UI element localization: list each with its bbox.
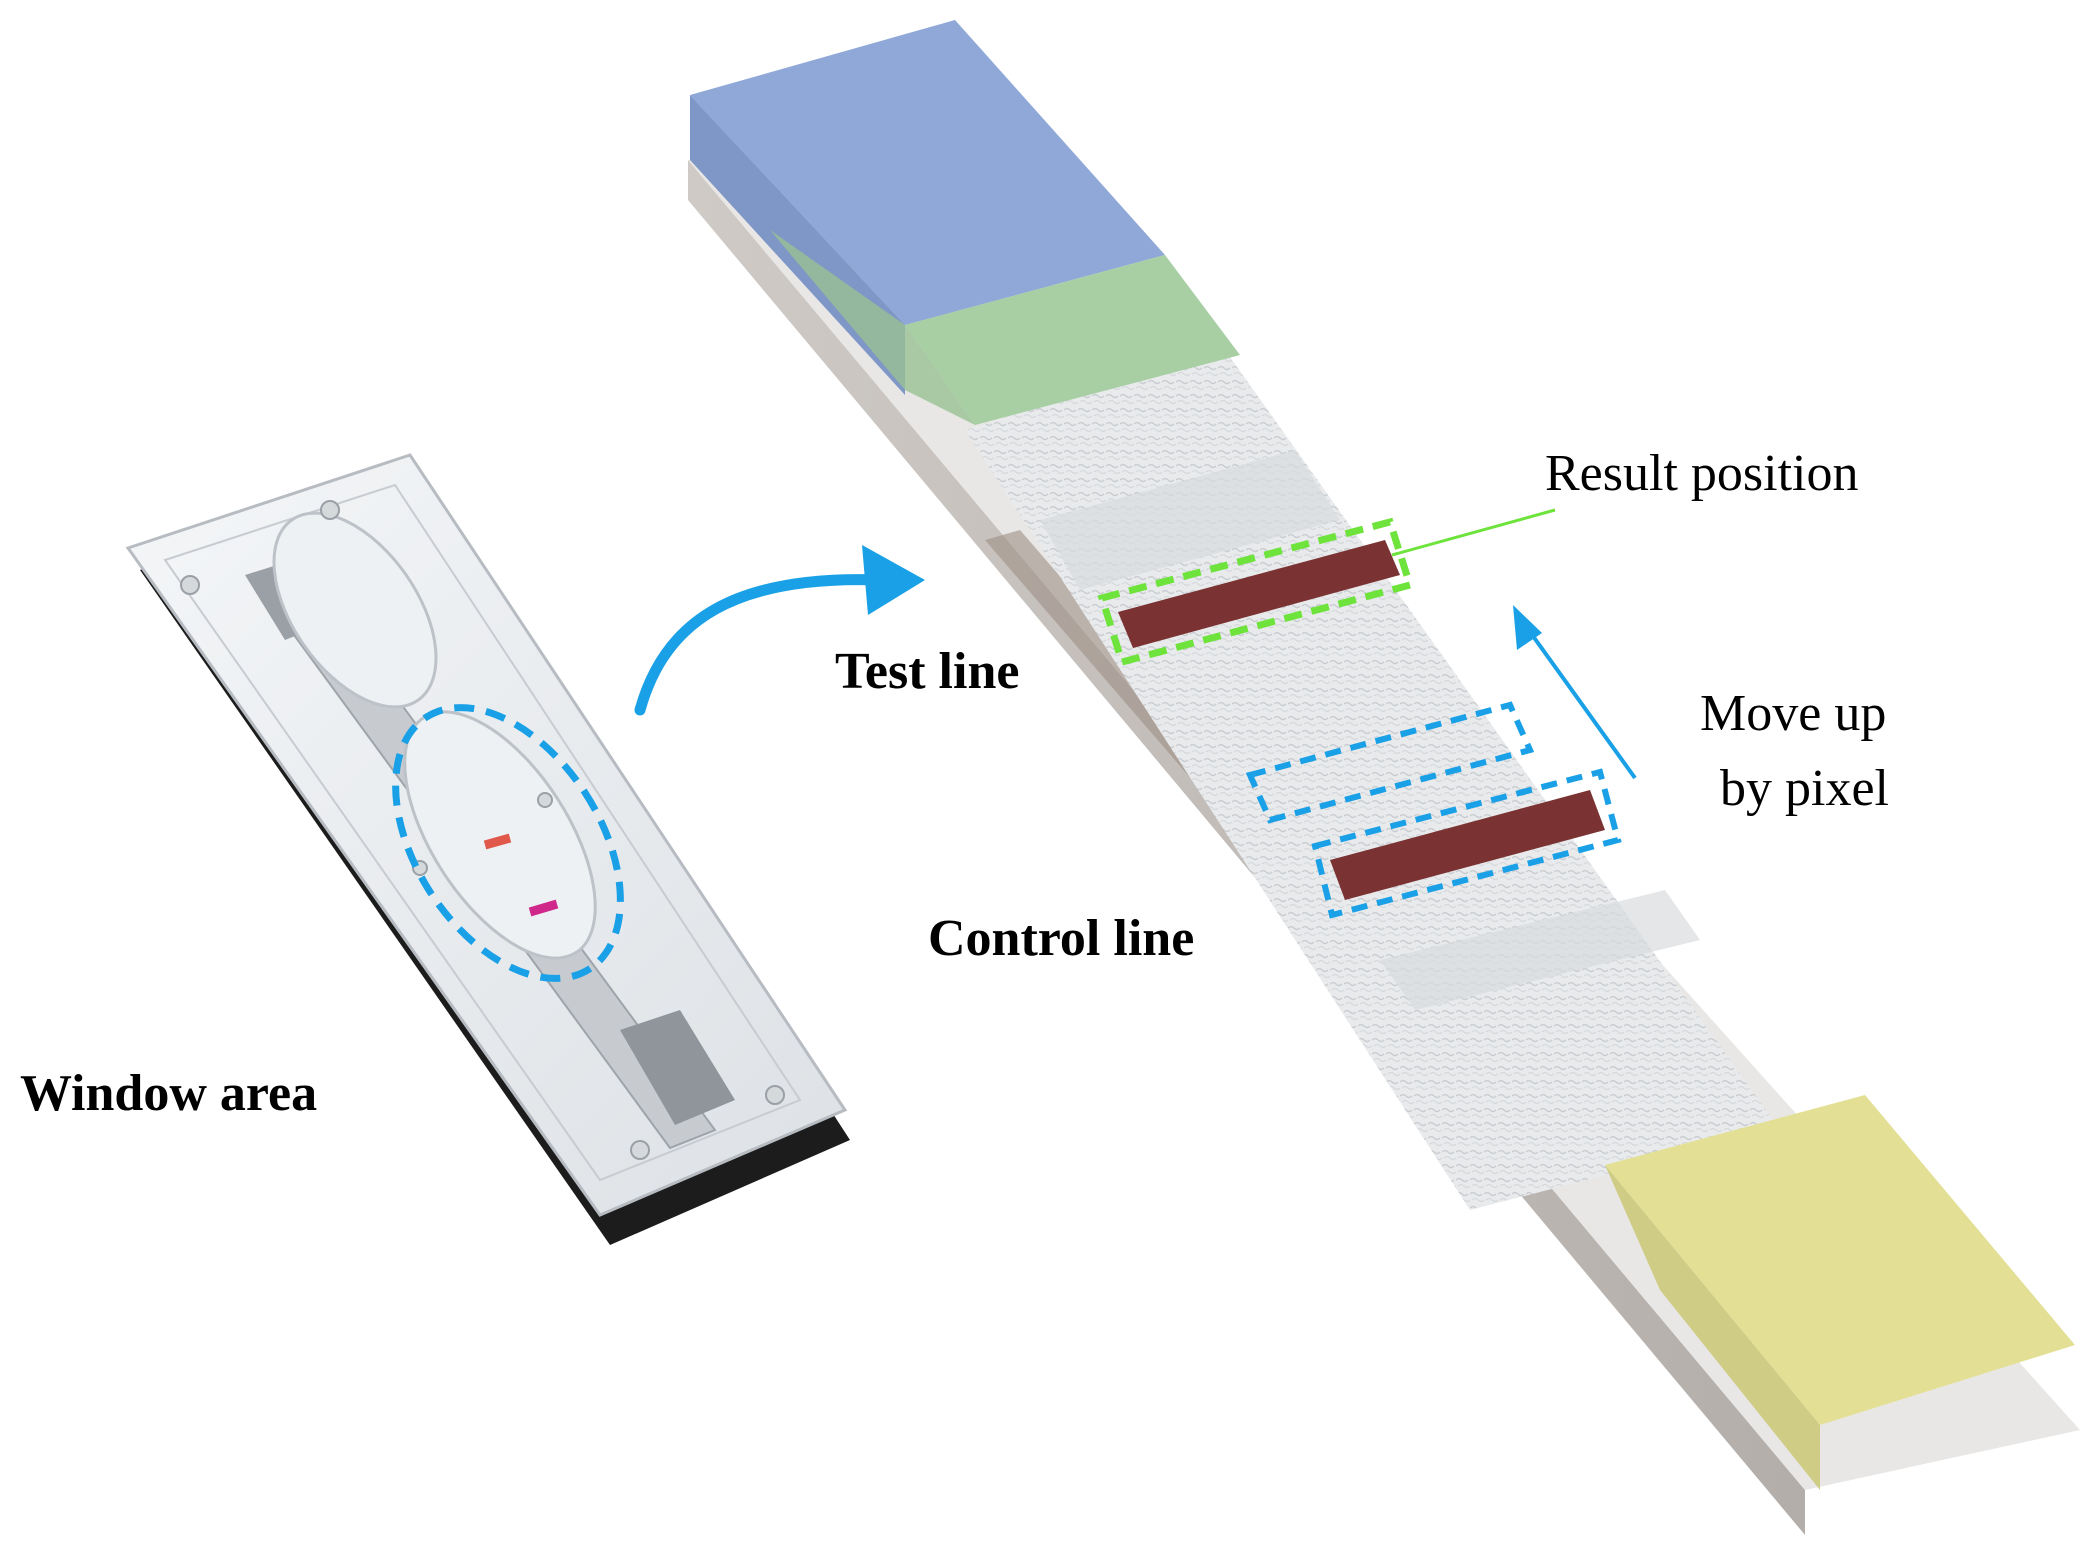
move-up-arrow-head	[1513, 605, 1542, 650]
result-position-label: Result position	[1545, 445, 1858, 502]
membrane-shade-lower	[1380, 890, 1700, 1010]
cassette-bottom-pad	[620, 1010, 735, 1125]
move-up-label-line2: by pixel	[1720, 760, 1889, 817]
absorbent-pad-front	[1605, 1165, 1820, 1490]
test-strip	[688, 20, 2080, 1535]
control-line-label: Control line	[928, 910, 1194, 967]
membrane-shade-upper	[1040, 450, 1340, 590]
test-line-label: Test line	[835, 643, 1019, 700]
absorbent-pad-top	[1605, 1095, 2075, 1425]
cassette-control-line	[528, 899, 559, 917]
move-up-label-line1: Move up	[1700, 685, 1886, 742]
conjugate-pad-top	[905, 255, 1240, 425]
zoom-arrow	[634, 574, 886, 716]
cassette-screws	[180, 500, 785, 1160]
window-area-highlight	[392, 704, 624, 982]
cassette-device	[125, 453, 850, 1245]
control-line-outline	[1311, 768, 1622, 919]
test-line-band	[1118, 540, 1400, 648]
zoom-arrow-head	[862, 545, 925, 615]
window-area-label: Window area	[20, 1065, 317, 1122]
result-position-pointer	[1391, 508, 1556, 557]
move-up-arrow	[1523, 623, 1637, 780]
conjugate-pad-front	[770, 230, 975, 425]
cassette-window-lens	[403, 710, 597, 960]
sample-pad-top	[690, 20, 1165, 325]
cassette-test-line	[483, 833, 512, 850]
cassette-inner-frame	[163, 483, 802, 1182]
result-position-outline	[1097, 517, 1415, 667]
control-line-previous-outline	[1245, 701, 1535, 824]
control-line-band	[1330, 790, 1605, 900]
cassette-sample-well	[272, 511, 438, 709]
